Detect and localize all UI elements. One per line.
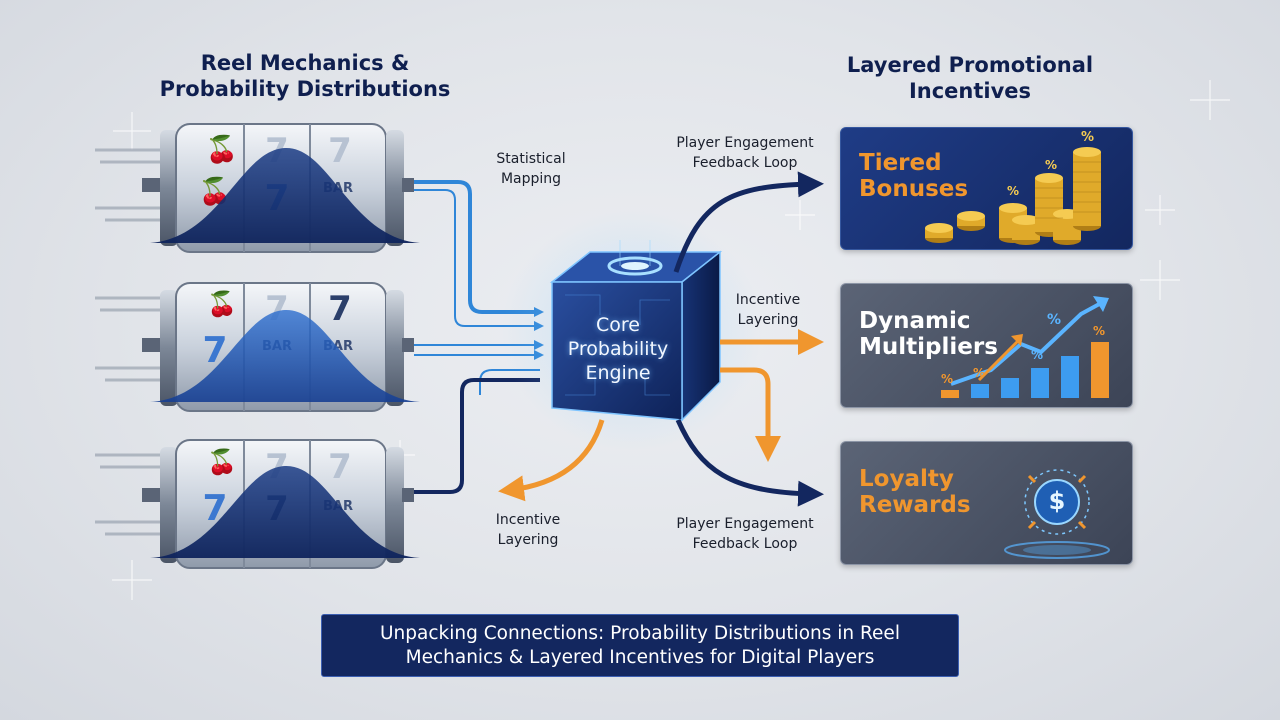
coin-stacks-icon [925, 147, 1101, 245]
incentive-return-arrow [498, 419, 605, 502]
left-heading: Reel Mechanics & Probability Distributio… [159, 51, 451, 101]
feedback-loop-bottom-arrow [675, 418, 824, 507]
percent-badge: % [1007, 184, 1020, 198]
engine-label: Core Probability Engine [567, 314, 669, 384]
distribution-curve [150, 309, 420, 402]
reel-cap-left [160, 130, 178, 246]
reel-cap-right [386, 130, 404, 246]
reel-cap-right [386, 290, 404, 406]
percent-badge: % [1045, 158, 1058, 172]
card-title: Dynamic Multipliers [859, 308, 998, 360]
reel-1: 🍒 7 7 🍒 7 BAR [95, 123, 420, 253]
reel-axle [402, 338, 414, 352]
cherries-symbol: 🍒 [207, 448, 237, 476]
reel-axle [402, 178, 414, 192]
statistical-mapping-label: Statistical Mapping [496, 151, 566, 187]
motion-lines [95, 453, 160, 536]
percent-badge: % [1047, 312, 1062, 328]
distribution-curve [150, 147, 420, 243]
percent-badge: % [941, 372, 954, 386]
right-heading: Layered Promotional Incentives [846, 53, 1094, 103]
rising-bars-icon [941, 296, 1109, 398]
card-loyalty-rewards: Loyalty Rewards $ [840, 441, 1133, 565]
incentive-layering-mid-label: Incentive Layering [735, 292, 801, 328]
incentive-down-arrow [720, 367, 781, 462]
reel-3-connector [414, 378, 540, 494]
feedback-loop-top-arrow [673, 171, 824, 273]
card-dynamic-multipliers: Dynamic Multipliers % % % % % [840, 283, 1133, 408]
coin-stack [925, 147, 1101, 245]
reel-2: 🍒 7 7 7 BAR BAR [95, 282, 420, 412]
cherries-symbol: 🍒 [206, 134, 238, 165]
card-title: Loyalty Rewards [859, 466, 971, 518]
cherries-symbol: 🍒 [207, 290, 237, 318]
seven-symbol: 7 [328, 131, 352, 171]
footer-banner: Unpacking Connections: Probability Distr… [321, 614, 959, 677]
reel-cap-left [160, 447, 178, 563]
percent-badge: % [1031, 348, 1044, 362]
reel-3: 🍒 7 7 7 7 BAR [95, 439, 420, 569]
card-tiered-bonuses: Tiered Bonuses % % % [840, 127, 1133, 250]
reel-cap-left [160, 290, 178, 406]
motion-lines [95, 148, 160, 222]
seven-symbol: 7 [328, 447, 352, 487]
percent-badge: % [1093, 324, 1106, 338]
motion-lines [95, 296, 160, 382]
core-engine-cube [502, 210, 762, 450]
incentive-layering-bottom-label: Incentive Layering [495, 512, 561, 548]
dollar-sign: $ [1048, 487, 1066, 515]
percent-badge: % [973, 366, 986, 380]
reel-cap-right [386, 447, 404, 563]
feedback-loop-top-label: Player Engagement Feedback Loop [676, 135, 814, 171]
seven-symbol: 7 [328, 289, 352, 329]
feedback-loop-bottom-label: Player Engagement Feedback Loop [676, 516, 814, 552]
reel-axle [402, 488, 414, 502]
dollar-coin-icon [1004, 469, 1110, 559]
card-title: Tiered Bonuses [859, 150, 969, 202]
percent-badge: % [1081, 130, 1095, 145]
distribution-curve [150, 465, 420, 558]
